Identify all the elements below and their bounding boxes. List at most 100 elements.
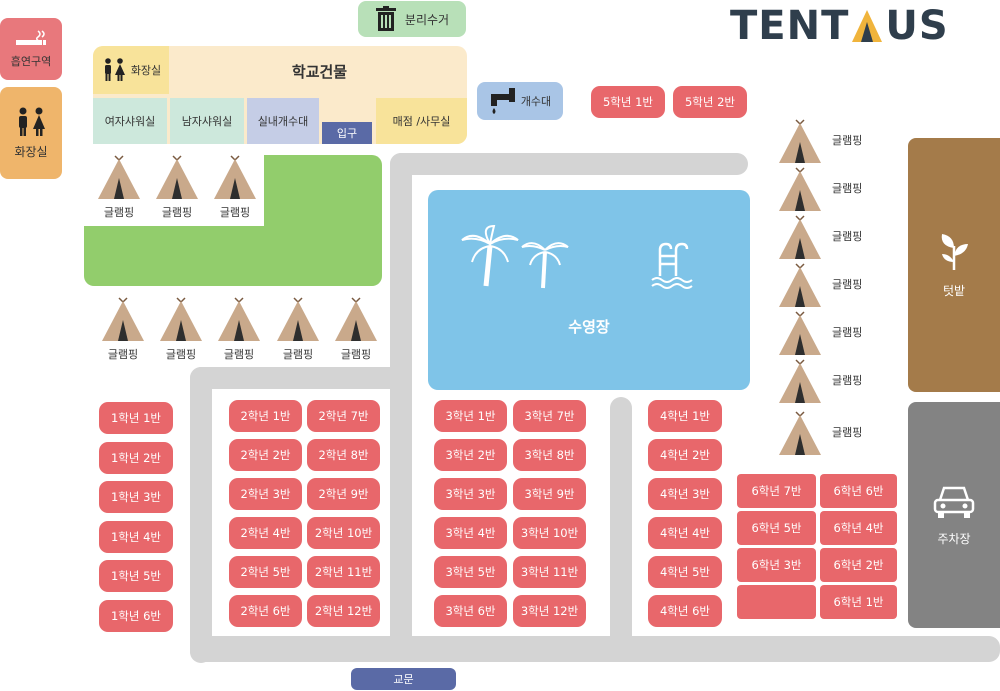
class-tent-g6b-1[interactable]: 6학년 6반 [820, 474, 897, 508]
class-label: 1학년 5반 [110, 569, 162, 583]
men-shower: 남자샤워실 [170, 98, 244, 144]
glamping-label: 글램핑 [832, 374, 863, 387]
smoking-area-label: 흡연구역 [10, 55, 52, 68]
class-label: 4학년 3반 [659, 487, 711, 501]
glamping-tent[interactable]: 글램핑 [778, 166, 878, 230]
class-tent-g2a-4[interactable]: 2학년 4반 [229, 517, 302, 549]
class-tent-g4-4[interactable]: 4학년 4반 [648, 517, 722, 549]
class-tent-g3a-6[interactable]: 3학년 6반 [434, 595, 507, 627]
swimming-pool: 수영장 [428, 190, 750, 390]
class-tent-g4-5[interactable]: 4학년 5반 [648, 556, 722, 588]
class-5-1[interactable]: 5학년 1반 [591, 86, 665, 118]
glamping-tent[interactable]: 글램핑 [272, 296, 324, 361]
class-tent-g3b-6[interactable]: 3학년 12반 [513, 595, 586, 627]
class-tent-g3b-3[interactable]: 3학년 9반 [513, 478, 586, 510]
class-tent-g2a-1[interactable]: 2학년 1반 [229, 400, 302, 432]
glamping-label: 글램핑 [832, 230, 863, 243]
class-label: 3학년 3반 [445, 487, 496, 501]
class-tent-g4-3[interactable]: 4학년 3반 [648, 478, 722, 510]
glamping-tent[interactable]: 글램핑 [778, 358, 878, 422]
class-tent-g2b-4[interactable]: 2학년 10반 [307, 517, 380, 549]
class-tent-g3a-5[interactable]: 3학년 5반 [434, 556, 507, 588]
women-shower-label: 여자샤워실 [104, 115, 156, 128]
logo-tent-icon [850, 8, 884, 44]
glamping-tent[interactable]: 글램핑 [778, 410, 878, 474]
road-vertical-center [390, 153, 412, 653]
class-tent-g2a-6[interactable]: 2학년 6반 [229, 595, 302, 627]
class-tent-g1-4[interactable]: 1학년 4반 [99, 520, 173, 553]
palm-tree-icon [460, 224, 520, 288]
road-vertical-right [610, 397, 632, 662]
restroom-icon [13, 107, 49, 137]
class-tent-g4-6[interactable]: 4학년 6반 [648, 595, 722, 627]
class-tent-g6a-4[interactable] [737, 585, 816, 619]
glamping-tent[interactable]: 글램핑 [778, 214, 878, 278]
class-tent-g2b-3[interactable]: 2학년 9반 [307, 478, 380, 510]
school-building: 학교건물 [172, 46, 467, 96]
tent-icon [97, 154, 141, 200]
class-tent-g3b-5[interactable]: 3학년 11반 [513, 556, 586, 588]
class-tent-g1-1[interactable]: 1학년 1반 [99, 402, 173, 434]
class-label: 6학년 2반 [833, 558, 884, 572]
class-tent-g3a-3[interactable]: 3학년 3반 [434, 478, 507, 510]
class-tent-g6b-4[interactable]: 6학년 1반 [820, 585, 897, 619]
class-tent-g2a-5[interactable]: 2학년 5반 [229, 556, 302, 588]
class-label: 4학년 2반 [659, 448, 711, 462]
class-label: 6학년 3반 [751, 558, 802, 572]
class-label: 3학년 10반 [520, 526, 579, 540]
road-left-horizontal [190, 367, 412, 389]
class-tent-g2b-6[interactable]: 2학년 12반 [307, 595, 380, 627]
class-tent-g6a-3[interactable]: 6학년 3반 [737, 548, 816, 582]
class-tent-g6a-2[interactable]: 6학년 5반 [737, 511, 816, 545]
glamping-label: 글램핑 [223, 348, 255, 361]
indoor-sink: 실내개수대 [247, 98, 319, 144]
school-building-label: 학교건물 [291, 62, 348, 81]
class-tent-g4-1[interactable]: 4학년 1반 [648, 400, 722, 432]
glamping-tent[interactable]: 글램핑 [778, 262, 878, 326]
entrance[interactable]: 입구 [322, 122, 372, 144]
class-tent-g1-3[interactable]: 1학년 3반 [99, 481, 173, 513]
glamping-tent[interactable]: 글램핑 [330, 296, 382, 361]
class-5-2[interactable]: 5학년 2반 [673, 86, 747, 118]
class-tent-g6a-1[interactable]: 6학년 7반 [737, 474, 816, 508]
class-tent-g3b-2[interactable]: 3학년 8반 [513, 439, 586, 471]
class-tent-g2a-2[interactable]: 2학년 2반 [229, 439, 302, 471]
no-smoking-icon [14, 29, 48, 49]
class-tent-g6b-3[interactable]: 6학년 2반 [820, 548, 897, 582]
glamping-tent[interactable]: 글램핑 [151, 154, 203, 219]
school-gate[interactable]: 교문 [351, 668, 456, 690]
class-tent-g3a-4[interactable]: 3학년 4반 [434, 517, 507, 549]
entrance-label: 입구 [336, 127, 358, 140]
tent-icon [778, 410, 822, 456]
garden-label: 텃밭 [942, 283, 966, 298]
class-tent-g1-2[interactable]: 1학년 2반 [99, 441, 173, 474]
tentaus-logo: TENT US [730, 2, 949, 50]
glamping-tent[interactable]: 글램핑 [778, 118, 878, 182]
class-tent-g3a-1[interactable]: 3학년 1반 [434, 400, 507, 432]
glamping-tent[interactable]: 글램핑 [155, 296, 207, 361]
class-tent-g6b-2[interactable]: 6학년 4반 [820, 511, 897, 545]
tent-icon [213, 154, 257, 200]
class-tent-g3a-2[interactable]: 3학년 2반 [434, 439, 507, 471]
trash-can-icon [375, 6, 397, 32]
glamping-tent[interactable]: 글램핑 [209, 154, 261, 219]
class-tent-g2b-5[interactable]: 2학년 11반 [307, 556, 380, 588]
glamping-tent[interactable]: 글램핑 [213, 296, 265, 361]
class-tent-g4-2[interactable]: 4학년 2반 [648, 439, 722, 471]
logo-text-left: TENT [730, 3, 850, 49]
glamping-tent[interactable]: 글램핑 [93, 154, 145, 219]
class-tent-g2b-1[interactable]: 2학년 7반 [307, 400, 380, 432]
class-tent-g3b-1[interactable]: 3학년 7반 [513, 400, 586, 432]
class-label: 6학년 5반 [751, 521, 802, 535]
class-tent-g1-6[interactable]: 1학년 6반 [99, 599, 173, 632]
glamping-tent[interactable]: 글램핑 [97, 296, 149, 361]
tent-icon [778, 214, 822, 260]
class-tent-g3b-4[interactable]: 3학년 10반 [513, 517, 586, 549]
class-label: 2학년 10반 [314, 526, 373, 540]
class-label: 6학년 6반 [833, 484, 884, 498]
tent-icon [217, 296, 261, 342]
class-tent-g1-5[interactable]: 1학년 5반 [99, 560, 173, 592]
class-tent-g2b-2[interactable]: 2학년 8반 [307, 439, 380, 471]
glamping-tent[interactable]: 글램핑 [778, 310, 878, 374]
class-tent-g2a-3[interactable]: 2학년 3반 [229, 478, 302, 510]
